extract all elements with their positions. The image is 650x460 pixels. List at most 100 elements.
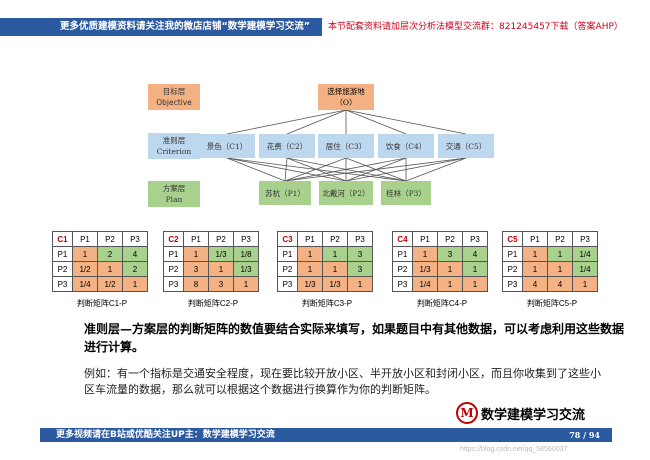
criterion-level-label: 准则层 Criterion (148, 133, 200, 159)
page-number: 78 / 94 (569, 430, 600, 440)
matrix-header-cell: P1 (412, 231, 438, 247)
matrix-header-cell: P2 (322, 231, 348, 247)
matrix-cell: 1/4 (72, 276, 98, 292)
matrix-header-cell: P3 (572, 231, 598, 247)
matrix-key: C1 (52, 231, 73, 247)
matrix-key: C5 (502, 231, 523, 247)
matrix-header-cell: P1 (72, 231, 98, 247)
brand-logo: M 数学建模学习交流 (456, 402, 585, 424)
matrix-cell: 3 (347, 261, 373, 277)
matrix-row-label: P3 (163, 276, 184, 292)
watermark: https://blog.csdn.net/qq_58560037 (460, 446, 568, 453)
plan-label-cn: 方案层 (162, 184, 186, 193)
matrix-cell: 1/3 (322, 276, 348, 292)
criterion-node-c1: 景色（C1） (199, 134, 255, 158)
criterion-node-c5: 交通（C5） (438, 134, 494, 158)
matrix-cell: 1/3 (208, 246, 234, 262)
matrix-cell: 3 (208, 276, 234, 292)
goal-line2: （O） (335, 98, 357, 107)
matrix-row-label: P1 (52, 246, 73, 262)
matrix-row-label: P2 (502, 261, 523, 277)
criterion-label-cn: 准则层 (162, 136, 186, 145)
criterion-node-c4: 饮食（C4） (378, 134, 434, 158)
matrix-header-cell: P3 (462, 231, 488, 247)
matrix-row-label: P2 (52, 261, 73, 277)
matrix-row-label: P3 (277, 276, 298, 292)
matrix-cell: 1/3 (233, 261, 259, 277)
matrix-cell: 4 (122, 246, 148, 262)
matrix-cell: 1 (322, 246, 348, 262)
matrix-c3-caption: 判断矩阵C3-P (301, 299, 353, 308)
header-left-text: 更多优质建模资料请关注我的微店店铺“数学建模学习交流” (0, 18, 322, 36)
matrix-cell: 1 (72, 246, 98, 262)
matrix-cell: 2 (122, 261, 148, 277)
matrix-cell: 1 (412, 246, 438, 262)
matrix-c5-caption: 判断矩阵C5-P (526, 299, 578, 308)
plan-level-label: 方案层 Plan (148, 181, 200, 207)
criterion-node-c2: 花费（C2） (259, 134, 315, 158)
matrix-cell: 1 (547, 261, 573, 277)
matrix-c4-caption: 判断矩阵C4-P (416, 299, 468, 308)
matrix-row-label: P3 (52, 276, 73, 292)
matrix-key: C2 (163, 231, 184, 247)
matrix-cell: 1 (122, 276, 148, 292)
logo-m-icon: M (456, 402, 478, 424)
matrix-cell: 2 (97, 246, 123, 262)
matrix-cell: 1/3 (412, 261, 438, 277)
matrix-header-cell: P1 (183, 231, 209, 247)
matrix-cell: 1 (183, 246, 209, 262)
top-banner: 更多优质建模资料请关注我的微店店铺“数学建模学习交流” 本节配套资料请加层次分析… (0, 0, 650, 40)
objective-label-en: Objective (156, 98, 192, 107)
plan-node-p1: 苏杭（P1） (259, 181, 311, 205)
matrix-cell: 1 (522, 261, 548, 277)
matrix-key: C3 (277, 231, 298, 247)
matrix-header-cell: P3 (347, 231, 373, 247)
goal-line1: 选择旅游地 (327, 87, 365, 96)
matrix-cell: 1/3 (297, 276, 323, 292)
matrix-row-label: P2 (392, 261, 413, 277)
footer-text: 更多视频请在B站或优酷关注UP主：数学建模学习交流 (56, 430, 275, 440)
matrix-row-label: P1 (392, 246, 413, 262)
matrix-cell: 1 (437, 276, 463, 292)
matrix-header-cell: P2 (547, 231, 573, 247)
matrix-header-cell: P1 (297, 231, 323, 247)
matrix-cell: 1/4 (572, 261, 598, 277)
objective-level-label: 目标层 Objective (148, 84, 200, 110)
matrix-cell: 1 (462, 276, 488, 292)
criterion-label-en: Criterion (156, 147, 192, 156)
matrix-row-label: P2 (163, 261, 184, 277)
matrix-cell: 3 (183, 261, 209, 277)
matrix-cell: 4 (462, 246, 488, 262)
matrix-cell: 4 (522, 276, 548, 292)
criterion-node-c3: 居住（C3） (318, 134, 374, 158)
matrix-row-label: P1 (277, 246, 298, 262)
matrix-row-label: P3 (502, 276, 523, 292)
matrix-cell: 1 (233, 276, 259, 292)
matrix-cell: 8 (183, 276, 209, 292)
matrix-cell: 1 (97, 261, 123, 277)
matrix-cell: 1 (572, 276, 598, 292)
matrix-cell: 1 (347, 276, 373, 292)
plan-label-en: Plan (165, 195, 183, 204)
matrix-header-cell: P2 (97, 231, 123, 247)
objective-label-cn: 目标层 (162, 87, 186, 96)
matrix-cell: 1 (522, 246, 548, 262)
matrix-key: C4 (392, 231, 413, 247)
matrix-header-cell: P3 (122, 231, 148, 247)
matrix-cell: 1 (437, 261, 463, 277)
matrix-cell: 1/2 (97, 276, 123, 292)
matrix-cell: 1 (208, 261, 234, 277)
matrix-header-cell: P3 (233, 231, 259, 247)
matrix-cell: 1 (297, 261, 323, 277)
bold-paragraph: 准则层—方案层的判断矩阵的数值要结合实际来填写，如果题目中有其他数据，可以考虑利… (84, 322, 625, 354)
matrix-header-cell: P2 (208, 231, 234, 247)
footer-bar: 更多视频请在B站或优酷关注UP主：数学建模学习交流 78 / 94 (40, 428, 612, 442)
goal-node: 选择旅游地 （O） (318, 84, 374, 110)
matrix-cell: 4 (547, 276, 573, 292)
matrix-row-label: P1 (502, 246, 523, 262)
